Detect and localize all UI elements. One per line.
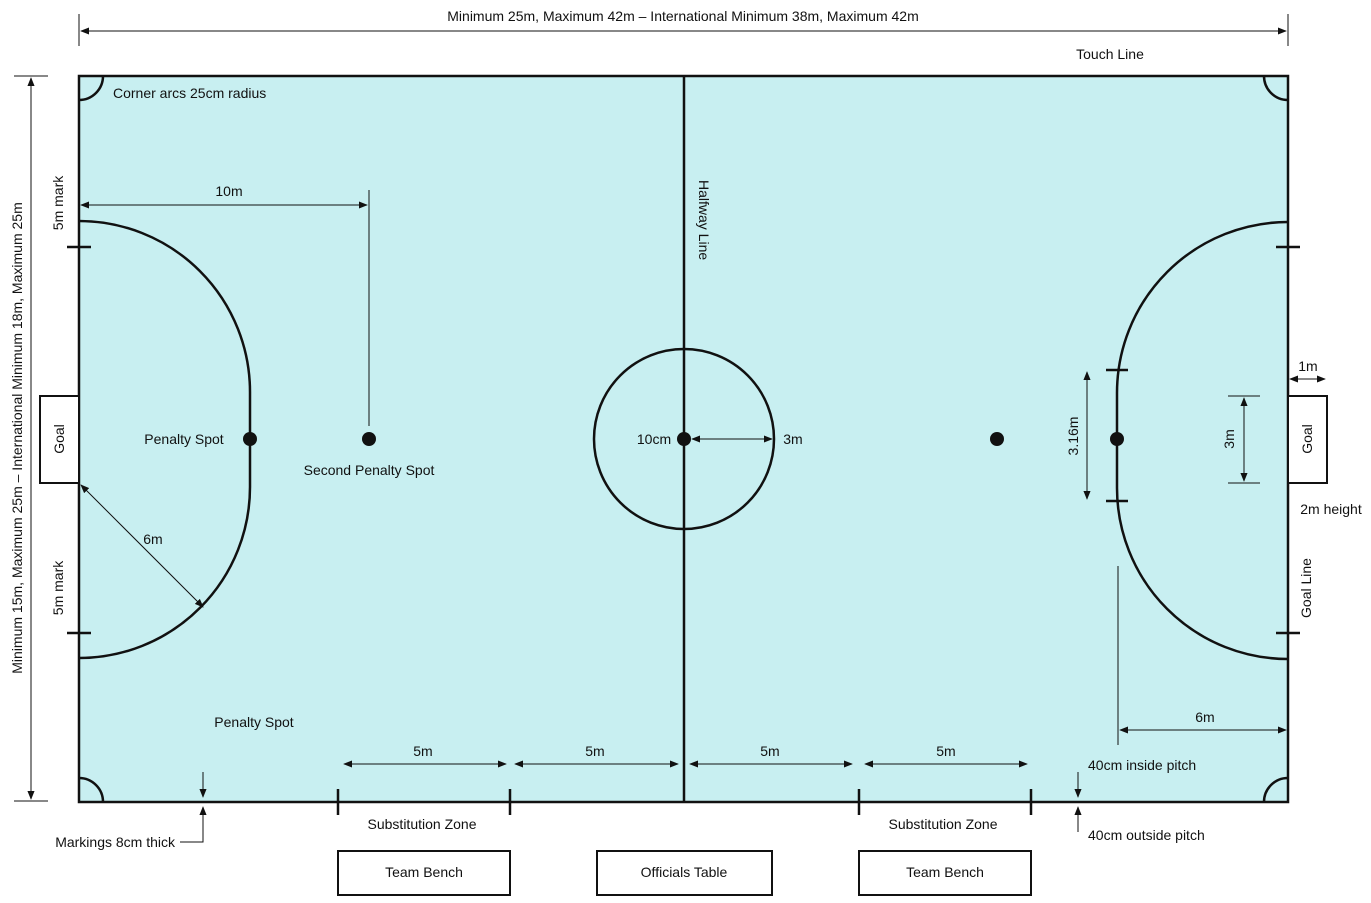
ten-m-label: 10m [215, 183, 242, 199]
second-penalty-spot-label: Second Penalty Spot [304, 462, 435, 478]
width-dimension-label: Minimum 15m, Maximum 25m – International… [9, 202, 25, 673]
markings-thick-label: Markings 8cm thick [55, 834, 176, 850]
corner-arc-top-right [1262, 75, 1289, 102]
second-penalty-spot-left [362, 432, 376, 446]
corner-arc-bottom-right [1262, 776, 1289, 803]
team-bench-label-right: Team Bench [906, 864, 984, 880]
team-bench-left [337, 850, 511, 896]
goal-label-right: Goal [1299, 424, 1315, 454]
five-m-mark-label-bottom: 5m mark [50, 560, 66, 615]
penalty-spot-label: Penalty Spot [144, 431, 223, 447]
officials-table [596, 850, 773, 896]
goal-left [39, 395, 80, 484]
corner-arc-bottom-left [78, 776, 105, 803]
length-dimension-label: Minimum 25m, Maximum 42m – International… [447, 8, 918, 24]
five-m-mark-label-top: 5m mark [50, 175, 66, 230]
centre-circle [592, 347, 776, 531]
five-m-label-3: 5m [760, 743, 779, 759]
five-m-label-2: 5m [585, 743, 604, 759]
team-bench-right [858, 850, 1032, 896]
inside-pitch-label: 40cm inside pitch [1088, 757, 1196, 773]
goal-right [1287, 395, 1328, 484]
goal-label-left: Goal [51, 424, 67, 454]
substitution-zone-label-left: Substitution Zone [368, 816, 477, 832]
penalty-spot-left [243, 432, 257, 446]
one-m-label: 1m [1298, 358, 1317, 374]
six-m-radius-arrow [80, 484, 204, 608]
goal-width-label: 3m [1221, 429, 1237, 448]
five-m-label-1: 5m [413, 743, 432, 759]
second-penalty-spot-right [990, 432, 1004, 446]
six-m-bottom-label: 6m [1195, 709, 1214, 725]
outside-pitch-label: 40cm outside pitch [1088, 827, 1205, 843]
substitution-zone-label-right: Substitution Zone [889, 816, 998, 832]
six-m-label: 6m [143, 531, 162, 547]
penalty-spot-label-bottom: Penalty Spot [214, 714, 293, 730]
touch-line-label: Touch Line [1076, 46, 1144, 62]
two-m-height-label: 2m height [1300, 501, 1362, 517]
halfway-line-label: Halfway Line [696, 180, 712, 260]
five-m-label-4: 5m [936, 743, 955, 759]
officials-table-label: Officials Table [641, 864, 728, 880]
penalty-spot-right [1110, 432, 1124, 446]
goal-line-label: Goal Line [1298, 558, 1314, 618]
team-bench-label-left: Team Bench [385, 864, 463, 880]
corner-arcs-label: Corner arcs 25cm radius [113, 85, 266, 101]
three-sixteen-m-label: 3.16m [1065, 417, 1081, 456]
corner-arc-top-left [78, 75, 105, 102]
centre-spot [677, 432, 691, 446]
three-m-label: 3m [783, 431, 802, 447]
ten-cm-label: 10cm [637, 431, 671, 447]
